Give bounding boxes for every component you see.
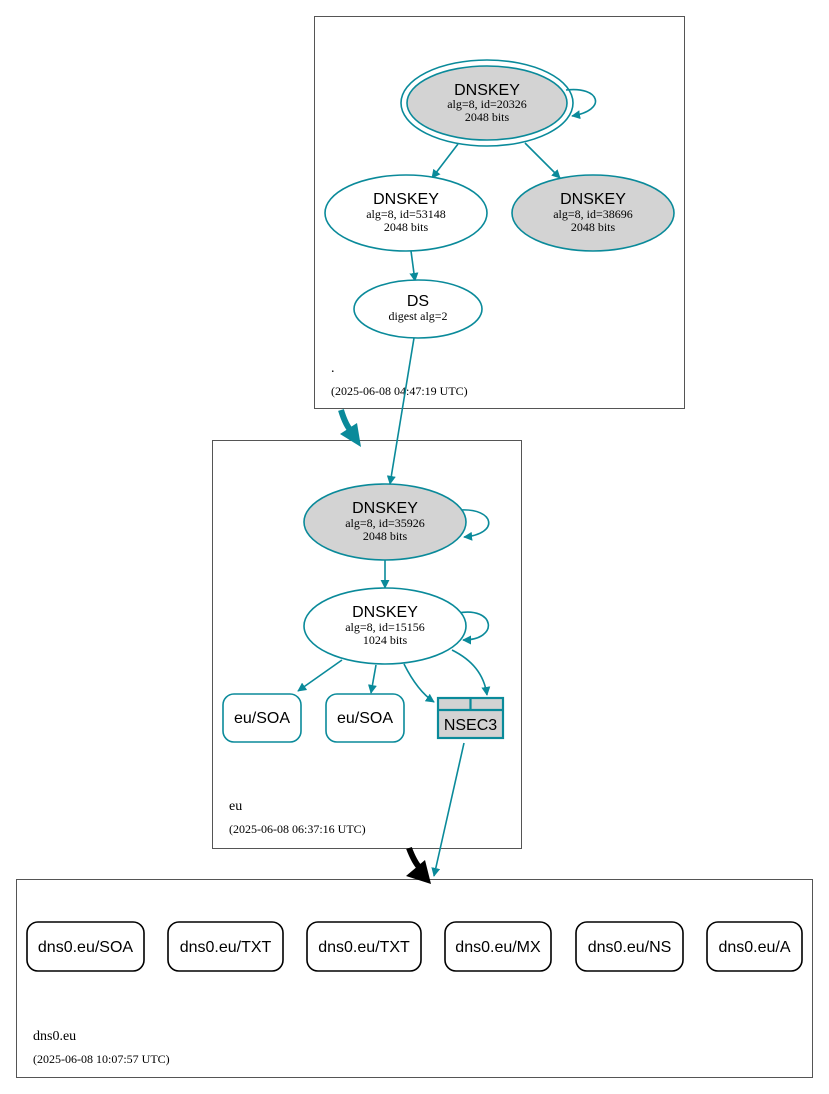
edge-eu-zsk-soa1 <box>297 659 343 692</box>
zone-dns0eu-date: (2025-06-08 10:07:57 UTC) <box>33 1052 170 1066</box>
zone-root-date: (2025-06-08 04:47:19 UTC) <box>331 384 468 398</box>
node-root-key3[interactable]: DNSKEY alg=8, id=38696 2048 bits <box>511 174 675 252</box>
record-5[interactable]: dns0.eu/A <box>706 921 803 972</box>
node-eu-ksk-title: DNSKEY <box>352 500 418 517</box>
node-root-ksk-title: DNSKEY <box>454 82 520 99</box>
node-eu-soa-1-label: eu/SOA <box>234 710 290 727</box>
node-eu-zsk-line2: 1024 bits <box>363 633 408 647</box>
record-3-label: dns0.eu/MX <box>455 939 541 956</box>
record-5-label: dns0.eu/A <box>718 939 790 956</box>
node-root-zsk-line1: alg=8, id=53148 <box>366 207 446 221</box>
record-0[interactable]: dns0.eu/SOA <box>26 921 145 972</box>
node-root-ksk-line2: 2048 bits <box>465 110 510 124</box>
node-eu-soa-1[interactable]: eu/SOA <box>222 693 302 743</box>
delegation-root-eu-head <box>340 423 361 447</box>
node-root-ksk-line1: alg=8, id=20326 <box>447 97 527 111</box>
record-2[interactable]: dns0.eu/TXT <box>306 921 422 972</box>
delegation-eu-dns0eu-head <box>406 860 431 884</box>
node-root-zsk[interactable]: DNSKEY alg=8, id=53148 2048 bits <box>324 174 488 252</box>
node-root-zsk-line2: 2048 bits <box>384 220 429 234</box>
node-nsec3[interactable]: NSEC3 <box>436 696 505 740</box>
zone-root-name: . <box>331 361 335 376</box>
record-4[interactable]: dns0.eu/NS <box>575 921 684 972</box>
zone-root-box <box>314 16 685 409</box>
node-root-key3-title: DNSKEY <box>560 191 626 208</box>
edge-ds-eu-ksk <box>386 337 415 485</box>
node-nsec3-label: NSEC3 <box>444 717 497 734</box>
edge-eu-zsk-nsec3-a <box>403 663 435 703</box>
node-root-ksk[interactable]: DNSKEY alg=8, id=20326 2048 bits <box>400 59 574 147</box>
record-0-label: dns0.eu/SOA <box>38 939 134 956</box>
zone-eu-date: (2025-06-08 06:37:16 UTC) <box>229 822 366 836</box>
node-ds[interactable]: DS digest alg=2 <box>353 279 483 339</box>
edge-eu-zsk-nsec3-b <box>451 649 491 696</box>
node-eu-zsk-line1: alg=8, id=15156 <box>345 620 425 634</box>
node-ds-title: DS <box>407 293 429 310</box>
delegation-eu-dns0eu <box>406 846 423 871</box>
node-ds-line1: digest alg=2 <box>388 309 447 323</box>
record-2-label: dns0.eu/TXT <box>318 939 410 956</box>
node-eu-ksk-line2: 2048 bits <box>363 529 408 543</box>
zone-eu-name: eu <box>229 799 242 814</box>
edge-eu-zsk-soa2 <box>367 664 377 694</box>
edge-eu-ksk-self <box>459 509 490 541</box>
record-1-label: dns0.eu/TXT <box>180 939 272 956</box>
zone-eu-box <box>212 440 522 849</box>
record-4-label: dns0.eu/NS <box>588 939 672 956</box>
node-eu-zsk-title: DNSKEY <box>352 604 418 621</box>
edge-nsec3-dns0eu <box>431 742 465 877</box>
edge-root-ksk-zsk <box>431 143 459 179</box>
node-eu-zsk[interactable]: DNSKEY alg=8, id=15156 1024 bits <box>303 587 467 665</box>
edge-root-ksk-key3 <box>524 142 561 179</box>
zone-dns0eu-name: dns0.eu <box>33 1029 76 1044</box>
record-3[interactable]: dns0.eu/MX <box>444 921 552 972</box>
edge-zsk-ds <box>409 250 419 282</box>
zone-dns0eu-box <box>16 879 813 1078</box>
node-eu-soa-2[interactable]: eu/SOA <box>325 693 405 743</box>
node-root-zsk-title: DNSKEY <box>373 191 439 208</box>
node-root-key3-line2: 2048 bits <box>571 220 616 234</box>
node-eu-ksk[interactable]: DNSKEY alg=8, id=35926 2048 bits <box>303 483 467 561</box>
node-eu-ksk-line1: alg=8, id=35926 <box>345 516 425 530</box>
record-1[interactable]: dns0.eu/TXT <box>167 921 284 972</box>
node-eu-soa-2-label: eu/SOA <box>337 710 393 727</box>
edge-eu-zsk-self <box>457 611 490 645</box>
node-root-key3-line1: alg=8, id=38696 <box>553 207 633 221</box>
edge-root-ksk-self <box>565 88 597 120</box>
